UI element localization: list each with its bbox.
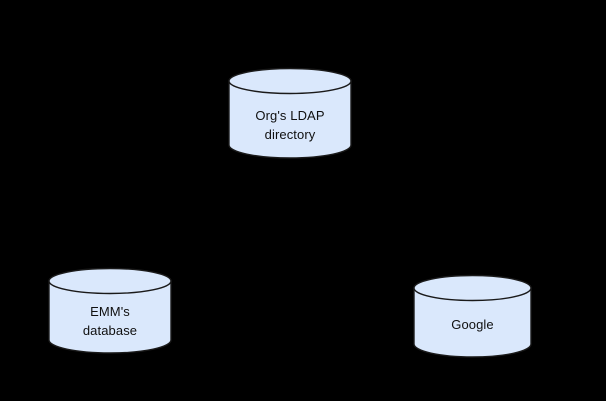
cylinder-shape-emm xyxy=(48,267,172,354)
node-emms-database[interactable]: EMM's database xyxy=(48,267,172,354)
node-orgs-ldap-directory[interactable]: Org's LDAP directory xyxy=(228,67,352,159)
node-google[interactable]: Google xyxy=(413,274,532,358)
cylinder-shape-google xyxy=(413,274,532,358)
cylinder-shape-ldap xyxy=(228,67,352,159)
